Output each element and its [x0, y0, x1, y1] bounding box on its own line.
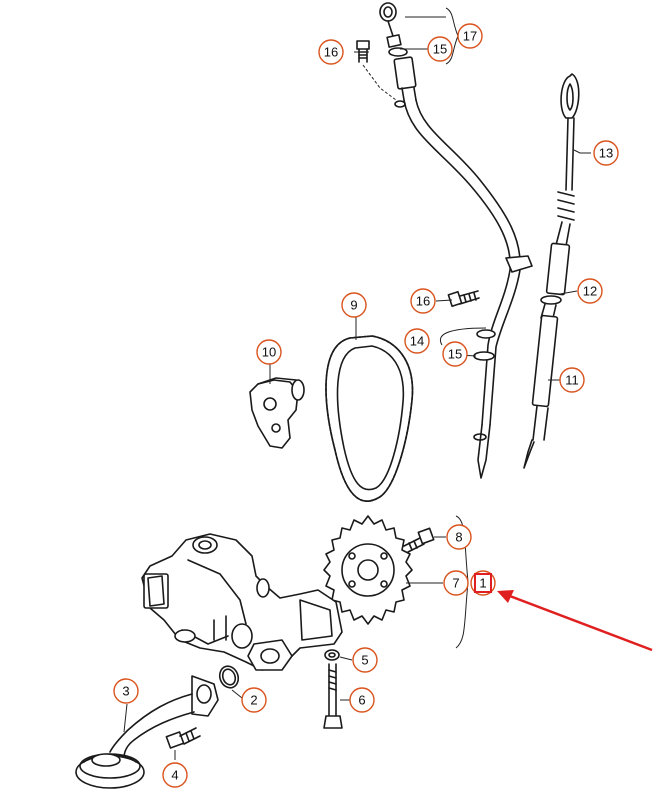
callout-circle: [341, 292, 367, 318]
callout-highlight-box: [474, 573, 492, 593]
callout-number: 14: [410, 334, 424, 349]
callout-circle: [318, 39, 344, 65]
callout-c5: 5: [352, 647, 378, 673]
timing-chain: [325, 335, 414, 502]
sprocket-bolt: [403, 527, 435, 553]
callout-c16a: 16: [318, 39, 344, 65]
dipstick-guide-tube: [379, 2, 533, 479]
callout-number: 10: [262, 345, 276, 360]
o-ring: [218, 665, 240, 689]
callout-circle: [352, 647, 378, 673]
callout-circle: [559, 367, 585, 393]
callout-circle: [113, 678, 139, 704]
brackets: [445, 7, 469, 649]
callout-c6: 6: [349, 687, 375, 713]
callout-circle: [241, 687, 267, 713]
callout-c15a: 15: [427, 36, 453, 62]
callout-circle: [443, 570, 469, 596]
dipstick: [523, 73, 580, 469]
callout-number: 8: [455, 530, 462, 545]
highlight-arrow: [497, 590, 653, 652]
callout-c14: 14: [404, 328, 430, 354]
callout-number: 15: [433, 42, 447, 57]
suction-pipe: [75, 675, 219, 789]
callout-c3: 3: [113, 678, 139, 704]
callout-c9: 9: [341, 292, 367, 318]
callout-number: 5: [361, 653, 368, 668]
callout-number: 7: [452, 576, 459, 591]
callout-circle: [410, 288, 436, 314]
callout-number: 6: [358, 693, 365, 708]
callout-circle: [446, 524, 472, 550]
callout-circle: [593, 140, 619, 166]
bolt-16-lower: [447, 290, 480, 308]
washer: [324, 649, 340, 661]
callout-c12: 12: [577, 278, 603, 304]
callout-number: 2: [250, 693, 257, 708]
callout-c10: 10: [256, 339, 282, 365]
leader-lines: [123, 16, 591, 760]
callout-number: 16: [324, 45, 338, 60]
callout-number: 17: [463, 29, 477, 44]
sprocket: [323, 515, 413, 625]
callout-c7: 7: [443, 570, 469, 596]
callout-number: 16: [416, 294, 430, 309]
callout-number: 3: [122, 684, 129, 699]
callout-circle: [470, 570, 496, 596]
callout-c11: 11: [559, 367, 585, 393]
callout-number: 11: [565, 373, 579, 388]
oil-pump-housing: [141, 533, 343, 671]
callout-c4: 4: [162, 762, 188, 788]
callout-circle: [162, 762, 188, 788]
callout-c1: 1: [470, 570, 496, 596]
callout-circle: [256, 339, 282, 365]
callout-number: 13: [599, 146, 613, 161]
callout-number: 12: [583, 284, 597, 299]
callout-c15b: 15: [442, 341, 468, 367]
callout-number: 15: [448, 347, 462, 362]
callout-c13: 13: [593, 140, 619, 166]
callout-number: 9: [350, 298, 357, 313]
callout-c16b: 16: [410, 288, 436, 314]
callout-number: 1: [479, 576, 486, 591]
callout-c17: 17: [457, 23, 483, 49]
callout-circle: [404, 328, 430, 354]
chain-tensioner: [249, 377, 305, 449]
callout-number: 4: [171, 768, 178, 783]
callout-circle: [427, 36, 453, 62]
mounting-bolt: [323, 663, 343, 729]
callout-circle: [349, 687, 375, 713]
callout-circle: [442, 341, 468, 367]
callout-circle: [577, 278, 603, 304]
callout-c2: 2: [241, 687, 267, 713]
callout-c8: 8: [446, 524, 472, 550]
pipe-bolt: [165, 727, 201, 749]
callout-circle: [457, 23, 483, 49]
